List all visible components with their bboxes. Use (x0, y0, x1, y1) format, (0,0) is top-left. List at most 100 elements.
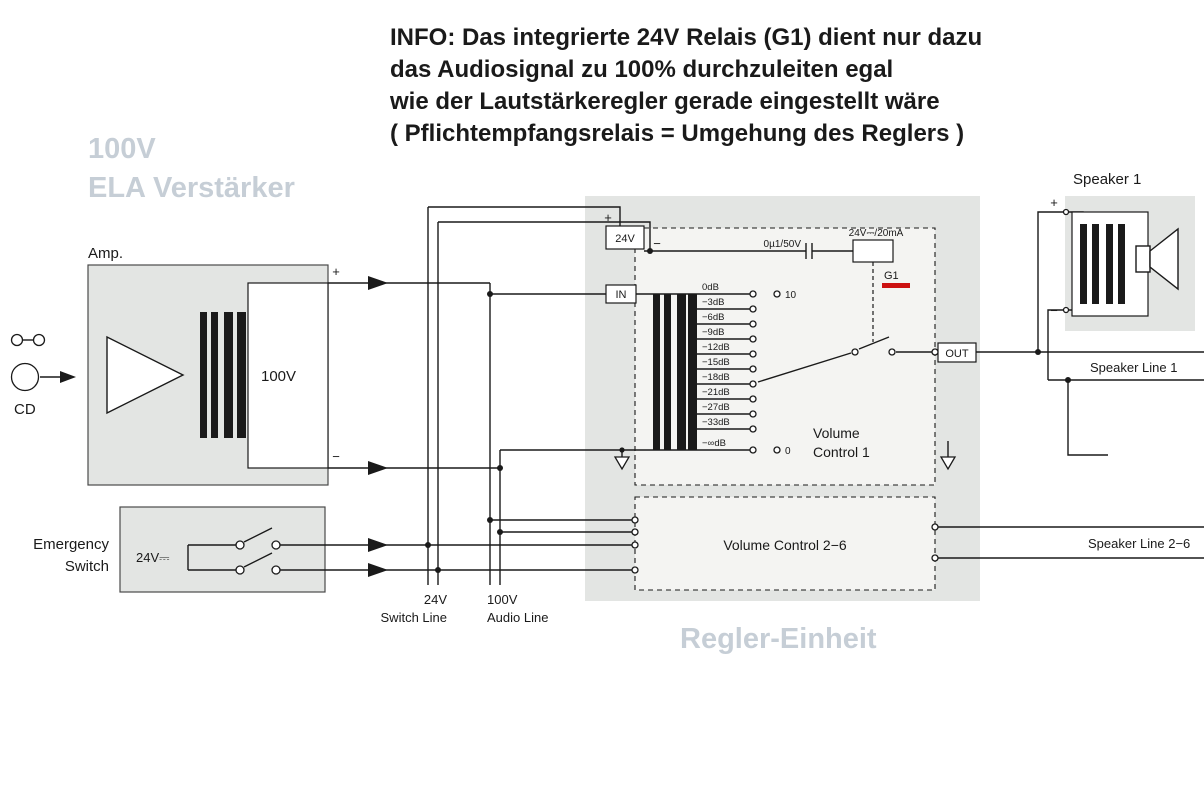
emergency-switch-box (119, 506, 326, 593)
amp-transformer-icon (200, 312, 246, 438)
junction (619, 447, 625, 453)
switch-contact (271, 565, 281, 575)
volume-tap-7: −21dB (695, 387, 757, 403)
junction-dots (425, 248, 1071, 573)
amp-watermark-line1: 100V (88, 133, 156, 165)
scale-max-label: 10 (785, 290, 797, 301)
junction (497, 465, 503, 471)
relay-coil-box (852, 239, 894, 263)
amp-label: Amp. (88, 245, 123, 262)
volume-tap-8: −27dB (695, 402, 757, 418)
terminal (631, 566, 639, 574)
info-line: wie der Lautstärkeregler gerade eingeste… (389, 88, 940, 115)
speaker-plus-label: + (1050, 195, 1058, 210)
transformer-bar (237, 312, 246, 438)
tap-label: −18dB (702, 372, 730, 383)
volume-control-2-6-dashed-box (634, 496, 936, 591)
tap-terminal (749, 395, 757, 403)
signal-arrow-icon (368, 538, 388, 552)
tap-label: −15dB (702, 357, 730, 368)
ground-icon-left (613, 456, 631, 471)
terminal (931, 348, 939, 356)
info-note: INFO: Das integrierte 24V Relais (G1) di… (389, 24, 982, 147)
tap-label: −3dB (702, 297, 724, 308)
wires (22, 206, 1204, 585)
audio-line-label1: 100V (487, 592, 518, 607)
supply-minus-label: − (653, 236, 661, 251)
transformer-bar (677, 294, 686, 450)
volume-tap-2: −6dB (695, 312, 757, 328)
in-label: IN (616, 289, 627, 301)
junction (497, 529, 503, 535)
wire-speaker-branch (1067, 380, 1108, 456)
vc1-label-line2: Control 1 (813, 444, 870, 460)
volume-tap-3: −9dB (695, 327, 757, 343)
relay-label: 24V⎓/20mA (849, 228, 904, 239)
speaker-minus-label: − (1050, 303, 1058, 318)
emergency-switch-levers (243, 527, 273, 568)
capacitor-plates-icon (805, 243, 813, 259)
tap-terminal (749, 335, 757, 343)
supply-voltage-label: 24V (615, 233, 635, 245)
tap-terminal (749, 365, 757, 373)
signal-arrow-icon (368, 276, 388, 290)
terminal (631, 516, 639, 524)
volume-wiper-arm (757, 352, 852, 383)
tape-reel-icon (32, 333, 46, 347)
tape-reel-icon (10, 333, 24, 347)
scale-mark (773, 446, 781, 454)
volume-tap-9: −33dB (695, 417, 757, 433)
junction (487, 517, 493, 523)
tap-label: −∞dB (702, 438, 726, 449)
transformer-bar (664, 294, 671, 450)
switch-line-label2: Switch Line (381, 610, 447, 625)
speaker-horn (1149, 227, 1179, 291)
amp-minus-label: − (332, 449, 340, 464)
tap-label: 0dB (702, 282, 719, 293)
tap-label: −9dB (702, 327, 724, 338)
signal-arrow-icon (368, 461, 388, 475)
loudspeaker-icon (1135, 227, 1179, 291)
amp-plus-label: + (332, 264, 340, 279)
tap-label: −21dB (702, 387, 730, 398)
vc26-label: Volume Control 2−6 (723, 537, 847, 553)
tap-terminal (749, 350, 757, 358)
volume-tap-10: −∞dB (500, 438, 757, 454)
emergency-label-line2: Switch (65, 558, 109, 575)
tap-label: −33dB (702, 417, 730, 428)
tap-terminal (749, 425, 757, 433)
junction (425, 542, 431, 548)
volume-tap-1: −3dB (695, 297, 757, 313)
amplifier-triangle-icon (106, 335, 185, 415)
emergency-voltage-label: 24V⎓ (136, 550, 170, 565)
speaker-title: Speaker 1 (1073, 171, 1141, 188)
transformer-bar (224, 312, 233, 438)
transformer-bar (1118, 224, 1125, 304)
switch-contact (888, 348, 896, 356)
supply-24v-box (605, 225, 645, 250)
volume-tap-4: −12dB (695, 342, 757, 358)
terminal (1062, 306, 1070, 314)
volume-transformer-icon (653, 294, 697, 450)
tap-terminal (749, 380, 757, 388)
tap-terminal (749, 410, 757, 418)
junction (435, 567, 441, 573)
speaker-line1-label: Speaker Line 1 (1090, 360, 1177, 375)
terminal (931, 554, 939, 562)
relay-name-label: G1 (884, 270, 899, 282)
volume-tap-0: 0dB (636, 282, 757, 298)
transformer-bar (653, 294, 660, 450)
relay-red-marker (882, 283, 910, 288)
in-terminal-box (605, 284, 637, 304)
regler-title: Regler-Einheit (680, 623, 877, 655)
terminal (931, 523, 939, 531)
vc1-label-line1: Volume (813, 425, 860, 441)
amp-watermark-line2: ELA Verstärker (88, 172, 295, 204)
tap-terminal (749, 320, 757, 328)
cd-source-icon (10, 333, 46, 392)
ground-icon-right (939, 456, 957, 471)
scale-mark (773, 290, 781, 298)
tap-terminal (749, 446, 757, 454)
speaker-line26-label: Speaker Line 2−6 (1088, 536, 1190, 551)
